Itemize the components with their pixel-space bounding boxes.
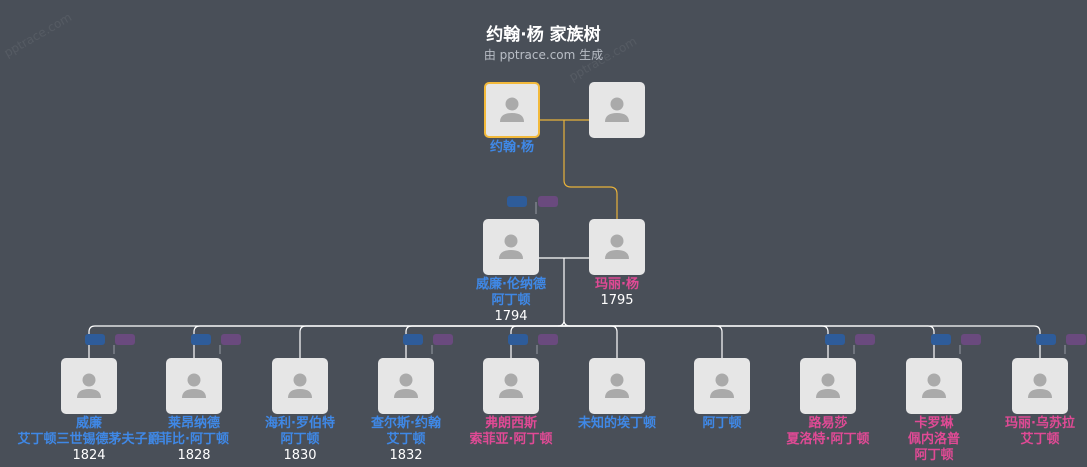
- person-silhouette-icon: [288, 373, 312, 398]
- person-card[interactable]: [166, 358, 222, 414]
- person-silhouette-icon: [816, 373, 840, 398]
- person-name[interactable]: 艾丁顿: [386, 432, 426, 447]
- female-marker-pill[interactable]: [221, 334, 241, 345]
- child-line: [564, 325, 1041, 358]
- male-marker-pill[interactable]: [403, 334, 423, 345]
- page-subtitle: 由 pptrace.com 生成: [483, 48, 604, 62]
- female-marker-pill[interactable]: [115, 334, 135, 345]
- person-birth-year: 1832: [389, 448, 423, 463]
- person-birth-year: 1828: [177, 448, 211, 463]
- person-name[interactable]: 海利·罗伯特: [265, 416, 335, 431]
- person-silhouette-icon: [500, 97, 524, 122]
- person-card[interactable]: [694, 358, 750, 414]
- person-card[interactable]: [483, 219, 539, 275]
- child-line: [88, 325, 564, 358]
- person-silhouette-icon: [605, 373, 629, 398]
- person-name[interactable]: 菲比·阿丁顿: [159, 432, 229, 447]
- person-silhouette-icon: [710, 373, 734, 398]
- person-name[interactable]: 约翰·杨: [490, 140, 534, 155]
- female-marker-pill[interactable]: [961, 334, 981, 345]
- person-birth-year: 1794: [494, 309, 528, 324]
- person-silhouette-icon: [922, 373, 946, 398]
- person-name[interactable]: 路易莎: [808, 416, 848, 431]
- person-name[interactable]: 艾丁顿: [1020, 432, 1060, 447]
- person-name[interactable]: 阿丁顿: [491, 293, 531, 308]
- person-name[interactable]: 艾丁顿三世锡德茅夫子爵: [17, 432, 161, 447]
- person-name[interactable]: 未知的埃丁顿: [577, 416, 656, 431]
- person-name[interactable]: 佩内洛普: [907, 432, 960, 447]
- person-silhouette-icon: [77, 373, 101, 398]
- person-name[interactable]: 夏洛特·阿丁顿: [786, 432, 870, 447]
- person-silhouette-icon: [182, 373, 206, 398]
- person-name[interactable]: 阿丁顿: [914, 448, 954, 463]
- male-marker-pill[interactable]: [191, 334, 211, 345]
- person-birth-year: 1824: [72, 448, 106, 463]
- person-name[interactable]: 阿丁顿: [280, 432, 320, 447]
- person-card[interactable]: [589, 82, 645, 138]
- person-name[interactable]: 卡罗琳: [914, 416, 954, 431]
- person-silhouette-icon: [499, 234, 523, 259]
- child-line: [564, 325, 935, 358]
- child-line: [564, 325, 829, 358]
- male-marker-pill[interactable]: [931, 334, 951, 345]
- female-marker-pill[interactable]: [433, 334, 453, 345]
- child-line: [563, 258, 571, 327]
- person-silhouette-icon: [605, 97, 629, 122]
- male-marker-pill[interactable]: [507, 196, 527, 207]
- person-name[interactable]: 索菲亚·阿丁顿: [469, 432, 553, 447]
- male-marker-pill[interactable]: [1036, 334, 1056, 345]
- female-marker-pill[interactable]: [538, 334, 558, 345]
- person-name[interactable]: 威廉: [75, 416, 102, 431]
- person-silhouette-icon: [1028, 373, 1052, 398]
- person-silhouette-icon: [605, 234, 629, 259]
- person-silhouette-icon: [394, 373, 418, 398]
- person-card[interactable]: [61, 358, 117, 414]
- person-card[interactable]: [589, 219, 645, 275]
- female-marker-pill[interactable]: [855, 334, 875, 345]
- male-marker-pill[interactable]: [825, 334, 845, 345]
- person-card[interactable]: [272, 358, 328, 414]
- person-card[interactable]: [483, 358, 539, 414]
- female-marker-pill[interactable]: [538, 196, 558, 207]
- child-line: [405, 325, 564, 358]
- child-line: [564, 325, 618, 358]
- descent-line: [563, 120, 618, 219]
- person-card[interactable]: [1012, 358, 1068, 414]
- person-card[interactable]: [378, 358, 434, 414]
- male-marker-pill[interactable]: [508, 334, 528, 345]
- person-card[interactable]: [906, 358, 962, 414]
- child-line: [557, 319, 565, 327]
- person-name[interactable]: 阿丁顿: [702, 416, 742, 431]
- person-silhouette-icon: [499, 373, 523, 398]
- person-card[interactable]: [484, 82, 540, 138]
- person-name[interactable]: 查尔斯·约翰: [371, 416, 441, 431]
- person-name[interactable]: 莱昂纳德: [167, 416, 220, 431]
- person-name[interactable]: 玛丽·乌苏拉: [1005, 416, 1075, 431]
- child-line: [510, 325, 564, 358]
- person-birth-year: 1830: [283, 448, 317, 463]
- female-marker-pill[interactable]: [1066, 334, 1086, 345]
- person-name[interactable]: 弗朗西斯: [484, 416, 537, 431]
- person-card[interactable]: [589, 358, 645, 414]
- child-line: [564, 325, 723, 358]
- person-name[interactable]: 威廉·伦纳德: [476, 277, 546, 292]
- child-line: [299, 325, 564, 358]
- person-card[interactable]: [800, 358, 856, 414]
- person-birth-year: 1795: [600, 293, 634, 308]
- person-name[interactable]: 玛丽·杨: [595, 277, 639, 292]
- child-line: [193, 325, 564, 358]
- male-marker-pill[interactable]: [85, 334, 105, 345]
- page-title: 约翰·杨 家族树: [486, 25, 601, 45]
